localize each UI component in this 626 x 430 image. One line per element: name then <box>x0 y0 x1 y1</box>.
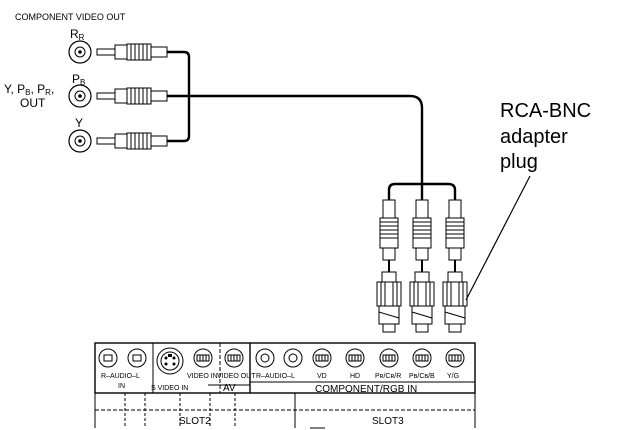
side-label-out: OUT <box>20 96 46 110</box>
slot2-audio-label: R–AUDIO–L <box>101 373 140 380</box>
slot3-label: SLOT3 <box>372 416 404 427</box>
slot3-audio-label: R–AUDIO–L <box>256 373 295 380</box>
rr-rca-plug-icon <box>96 43 168 61</box>
video-in-label: VIDEO IN <box>187 373 218 380</box>
pb-rca-plug-icon <box>96 87 168 105</box>
component-cable <box>167 50 457 200</box>
pb-jack-icon <box>68 84 92 108</box>
vd-label: VD <box>317 373 327 380</box>
panel-slot3-audio-r-jack-icon <box>255 348 275 368</box>
yg-label: Y/G <box>447 373 459 380</box>
panel-audio-r-jack-icon <box>98 348 118 368</box>
rear-panel <box>94 342 476 429</box>
av-label: AV <box>223 383 236 394</box>
source-title: COMPONENT VIDEO OUT <box>15 12 126 22</box>
s-video-in-label: S VIDEO IN <box>151 385 188 392</box>
slot2-label: SLOT2 <box>179 416 211 427</box>
rr-label: RR <box>70 27 85 42</box>
panel-hd-jack-icon <box>345 348 365 368</box>
callout-leader <box>465 175 531 301</box>
hd-label: HD <box>350 373 360 380</box>
adapter-plug-3-icon <box>442 199 468 333</box>
slot2-in-label: IN <box>118 383 125 390</box>
rr-jack-icon <box>68 40 92 64</box>
panel-y-jack-icon <box>445 348 465 368</box>
panel-pb-jack-icon <box>412 348 432 368</box>
panel-audio-l-jack-icon <box>127 348 147 368</box>
video-out-label: VIDEO OUT <box>217 373 256 380</box>
callout-line3: plug <box>500 151 538 173</box>
panel-vd-jack-icon <box>312 348 332 368</box>
callout-line1: RCA-BNC <box>500 100 591 122</box>
adapter-plug-1-icon <box>376 199 402 333</box>
y-rca-plug-icon <box>96 132 168 150</box>
adapter-plug-2-icon <box>409 199 435 333</box>
panel-pr-jack-icon <box>379 348 399 368</box>
panel-s-video-jack-icon <box>156 347 184 375</box>
component-rgb-in-label: COMPONENT/RGB IN <box>315 384 417 395</box>
y-jack-icon <box>68 129 92 153</box>
pb-label: PB <box>72 72 85 87</box>
callout-line2: adapter <box>500 126 568 148</box>
side-label: Y, PB, PR, <box>4 82 54 97</box>
panel-video-in-jack-icon <box>193 348 213 368</box>
panel-video-out-jack-icon <box>224 348 244 368</box>
y-label: Y <box>75 116 83 130</box>
pr-label: Pʀ/Cʀ/R <box>375 373 401 380</box>
pb-panel-label: Pʙ/Cʙ/B <box>409 373 435 380</box>
panel-slot3-audio-l-jack-icon <box>283 348 303 368</box>
